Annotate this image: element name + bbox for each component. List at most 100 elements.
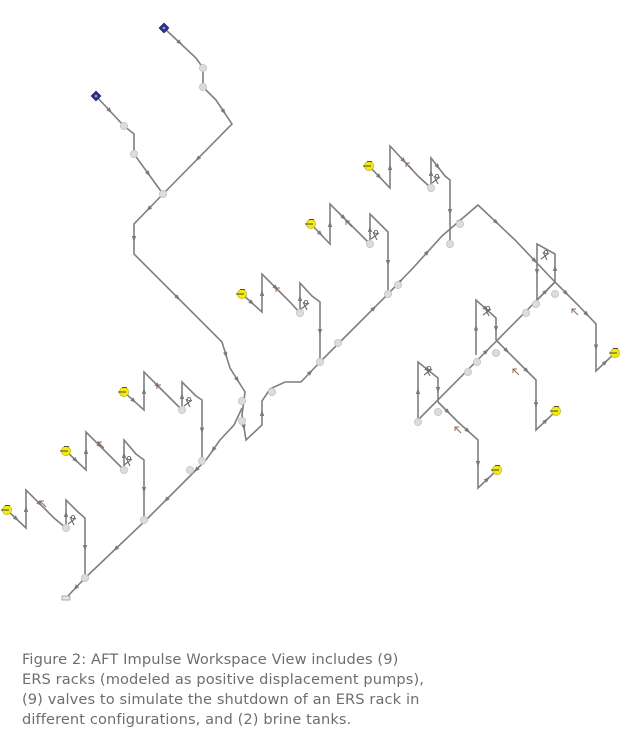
junction-node-icon[interactable] bbox=[177, 405, 186, 414]
junction-node-icon[interactable] bbox=[551, 289, 560, 298]
flow-arrow-icon bbox=[482, 348, 489, 355]
pipe[interactable] bbox=[368, 143, 451, 244]
tank-icon[interactable] bbox=[90, 90, 102, 102]
flow-arrow-icon bbox=[83, 448, 89, 454]
junction-node-icon[interactable] bbox=[393, 280, 402, 289]
check-valve-icon[interactable] bbox=[39, 500, 47, 508]
pipe[interactable] bbox=[123, 370, 203, 461]
pipe[interactable] bbox=[495, 339, 557, 432]
check-valve-icon[interactable] bbox=[512, 368, 520, 376]
junction-node-icon[interactable] bbox=[120, 122, 129, 131]
pump-icon[interactable] bbox=[305, 218, 316, 229]
valve-icon[interactable] bbox=[183, 396, 193, 408]
flow-arrow-icon bbox=[23, 506, 29, 512]
junction-node-icon[interactable] bbox=[463, 367, 472, 376]
flow-arrow-icon bbox=[542, 418, 549, 425]
valve-icon[interactable] bbox=[67, 514, 77, 526]
pump-icon[interactable] bbox=[60, 445, 71, 456]
valve-icon[interactable] bbox=[482, 305, 492, 317]
check-valve-icon[interactable] bbox=[571, 308, 579, 316]
brine-tanks bbox=[90, 22, 170, 102]
junction-node-icon[interactable] bbox=[267, 387, 276, 396]
junction-node-icon[interactable] bbox=[139, 516, 148, 525]
junction-node-icon[interactable] bbox=[413, 417, 422, 426]
valve-icon[interactable] bbox=[431, 173, 441, 185]
junction-node-icon[interactable] bbox=[129, 149, 138, 158]
valve-icon[interactable] bbox=[540, 249, 550, 261]
flow-arrow-icon bbox=[72, 456, 79, 463]
pump-icon[interactable] bbox=[550, 405, 561, 416]
figure-caption: Figure 2: AFT Impulse Workspace View inc… bbox=[22, 650, 612, 730]
junction-node-icon[interactable] bbox=[383, 289, 392, 298]
junction-node-icon[interactable] bbox=[158, 189, 167, 198]
valve-icon[interactable] bbox=[300, 299, 310, 311]
flow-arrow-icon bbox=[220, 108, 226, 115]
pipe[interactable] bbox=[65, 407, 243, 599]
flow-arrow-icon bbox=[552, 265, 558, 271]
check-valve-icon[interactable] bbox=[345, 220, 353, 228]
check-valve-icon[interactable] bbox=[97, 441, 105, 449]
pump-icon[interactable] bbox=[236, 288, 247, 299]
pipe[interactable] bbox=[133, 193, 246, 416]
flow-arrow-icon bbox=[375, 173, 382, 180]
junction-node-icon[interactable] bbox=[197, 456, 206, 465]
pipe[interactable] bbox=[310, 202, 389, 294]
pipe[interactable] bbox=[95, 95, 164, 195]
pipe[interactable] bbox=[65, 430, 145, 520]
junction-node-icon[interactable] bbox=[237, 416, 246, 425]
flow-arrow-icon bbox=[12, 515, 19, 522]
pump-icon[interactable] bbox=[363, 160, 374, 171]
junction-node-icon[interactable] bbox=[315, 357, 324, 366]
valve-icon[interactable] bbox=[370, 229, 380, 241]
flow-arrow-icon bbox=[106, 107, 113, 114]
check-valve-icon[interactable] bbox=[405, 162, 413, 170]
pump-icon[interactable] bbox=[118, 386, 129, 397]
outlet-icon[interactable] bbox=[61, 595, 71, 601]
flow-arrow-icon bbox=[113, 545, 120, 552]
junction-node-icon[interactable] bbox=[522, 308, 531, 317]
flow-arrow-icon bbox=[327, 221, 333, 227]
junction-node-icon[interactable] bbox=[198, 64, 207, 73]
pump-icon[interactable] bbox=[1, 504, 12, 515]
shutdown-valves bbox=[67, 173, 550, 526]
flow-arrow-icon bbox=[464, 427, 471, 434]
caption-line-2: ERS racks (modeled as positive displacem… bbox=[22, 671, 425, 688]
flow-arrow-icon bbox=[400, 157, 407, 164]
junction-node-icon[interactable] bbox=[491, 348, 500, 357]
pipe[interactable] bbox=[437, 401, 498, 490]
tank-icon[interactable] bbox=[158, 22, 170, 34]
flow-arrow-icon bbox=[144, 170, 151, 177]
flow-arrow-icon bbox=[234, 376, 240, 383]
flow-arrow-icon bbox=[562, 289, 569, 296]
junction-node-icon[interactable] bbox=[445, 239, 454, 248]
junction-node-icon[interactable] bbox=[185, 465, 194, 474]
junction-node-icon[interactable] bbox=[455, 219, 464, 228]
pipe[interactable] bbox=[554, 281, 616, 373]
junction-node-icon[interactable] bbox=[295, 308, 304, 317]
flow-arrow-icon bbox=[306, 369, 313, 376]
junction-node-icon[interactable] bbox=[426, 183, 435, 192]
junction-node-icon[interactable] bbox=[62, 524, 71, 533]
junction-node-icon[interactable] bbox=[81, 574, 90, 583]
junction-node-icon[interactable] bbox=[333, 338, 342, 347]
junction-node-icon[interactable] bbox=[237, 396, 246, 405]
valve-icon[interactable] bbox=[423, 365, 433, 377]
pump-icon[interactable] bbox=[491, 464, 502, 475]
check-valve-icon[interactable] bbox=[454, 426, 462, 434]
junction-node-icon[interactable] bbox=[120, 465, 129, 474]
flow-arrow-icon bbox=[73, 584, 80, 591]
junction-node-icon[interactable] bbox=[472, 357, 481, 366]
flow-arrow-icon bbox=[121, 452, 127, 458]
valve-icon[interactable] bbox=[123, 455, 133, 467]
junction-node-icon[interactable] bbox=[532, 299, 541, 308]
junction-node-icon[interactable] bbox=[365, 239, 374, 248]
flow-arrow-icon bbox=[533, 402, 539, 408]
junction-node-icon[interactable] bbox=[433, 407, 442, 416]
check-valve-icon[interactable] bbox=[156, 384, 164, 392]
junction-node-icon[interactable] bbox=[198, 83, 207, 92]
pipe[interactable] bbox=[241, 361, 321, 442]
pump-icon[interactable] bbox=[609, 347, 620, 358]
pipe[interactable] bbox=[6, 488, 86, 578]
check-valve-icon[interactable] bbox=[275, 287, 283, 295]
pipe[interactable] bbox=[241, 272, 321, 362]
